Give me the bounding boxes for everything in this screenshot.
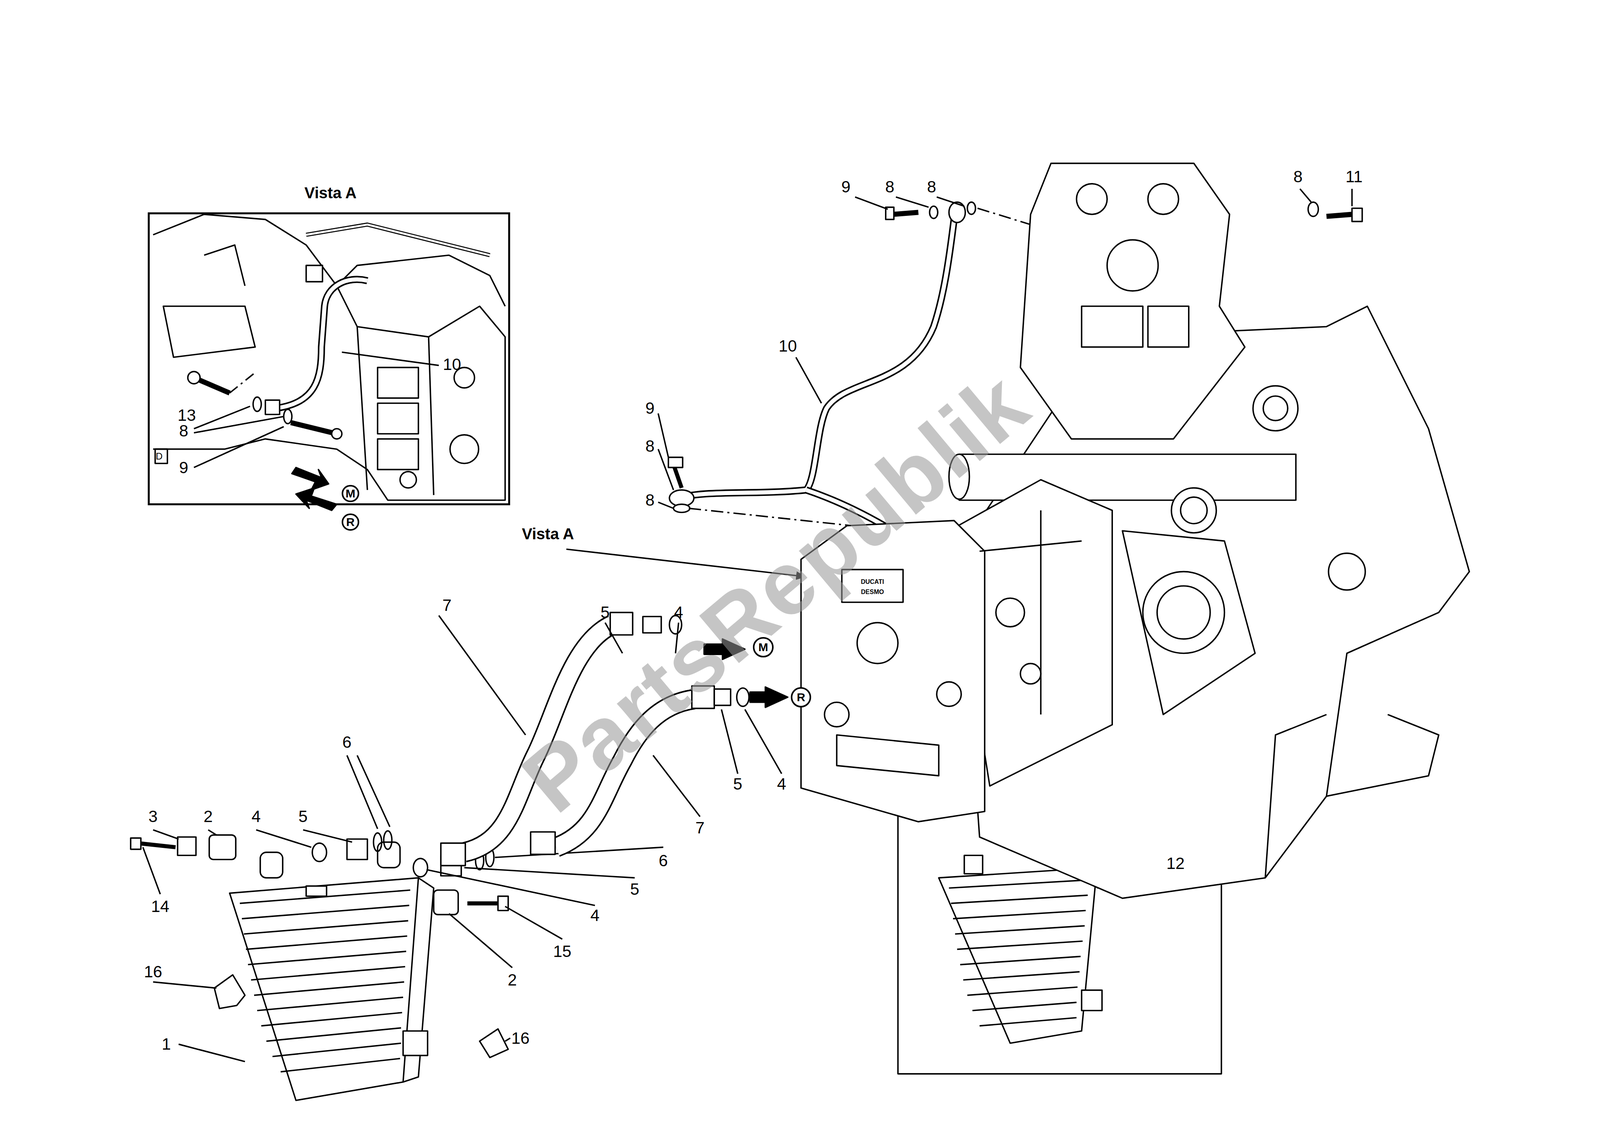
callout-number: 1 xyxy=(161,1035,171,1052)
callout-number: 10 xyxy=(442,356,462,373)
callout-number: 9 xyxy=(645,399,655,417)
callout-number: 10 xyxy=(778,337,798,355)
callout-number: 7 xyxy=(442,596,452,614)
callout-number: 8 xyxy=(645,437,655,455)
callout-number: 4 xyxy=(251,808,261,825)
marking: D xyxy=(155,451,163,461)
watermark: PartsRepublik xyxy=(507,356,1044,828)
callout-number: 3 xyxy=(148,808,158,825)
callout-number: 7 xyxy=(695,819,705,836)
callout-number: 13 xyxy=(177,406,196,424)
callout-number: 2 xyxy=(507,971,517,988)
port-circle: R xyxy=(341,513,359,531)
callout-number: 15 xyxy=(553,942,572,960)
callout-number: 12 xyxy=(1166,854,1185,872)
callout-number: 5 xyxy=(733,775,743,792)
view-title: Vista A xyxy=(304,184,357,202)
callout-number: 8 xyxy=(1293,168,1303,185)
callout-number: 5 xyxy=(298,808,308,825)
view-reference: Vista A xyxy=(521,525,574,542)
inset-engine xyxy=(153,214,506,511)
port-circle: M xyxy=(341,484,359,502)
callout-number: 4 xyxy=(777,775,787,792)
callout-number: 8 xyxy=(645,491,655,509)
port-letter: M xyxy=(345,486,356,500)
callout-number: 5 xyxy=(600,603,610,621)
callout-number: 8 xyxy=(927,178,937,196)
port-letter: M xyxy=(758,640,769,654)
callout-number: 6 xyxy=(658,852,668,869)
callout-number: 8 xyxy=(885,178,895,196)
engine-logo: DUCATI xyxy=(860,578,884,585)
callout-number: 4 xyxy=(673,603,683,621)
callout-number: 16 xyxy=(143,963,163,980)
callout-number: 6 xyxy=(342,733,352,751)
callout-number: 5 xyxy=(630,880,640,898)
oil-radiator xyxy=(178,841,434,1100)
port-circle: M xyxy=(752,636,774,658)
engine-logo: DESMO xyxy=(860,588,884,595)
callout-number: 16 xyxy=(511,1029,530,1047)
callout-number: 9 xyxy=(841,178,851,196)
callout-number: 4 xyxy=(590,906,600,924)
callout-number: 8 xyxy=(179,422,189,439)
callout-number: 2 xyxy=(203,808,213,825)
callout-number: 11 xyxy=(1345,168,1363,185)
callout-number: 9 xyxy=(179,459,189,476)
port-letter: R xyxy=(346,515,355,529)
port-circle: R xyxy=(790,686,812,708)
callout-number: 14 xyxy=(150,897,170,915)
port-letter: R xyxy=(796,690,806,704)
